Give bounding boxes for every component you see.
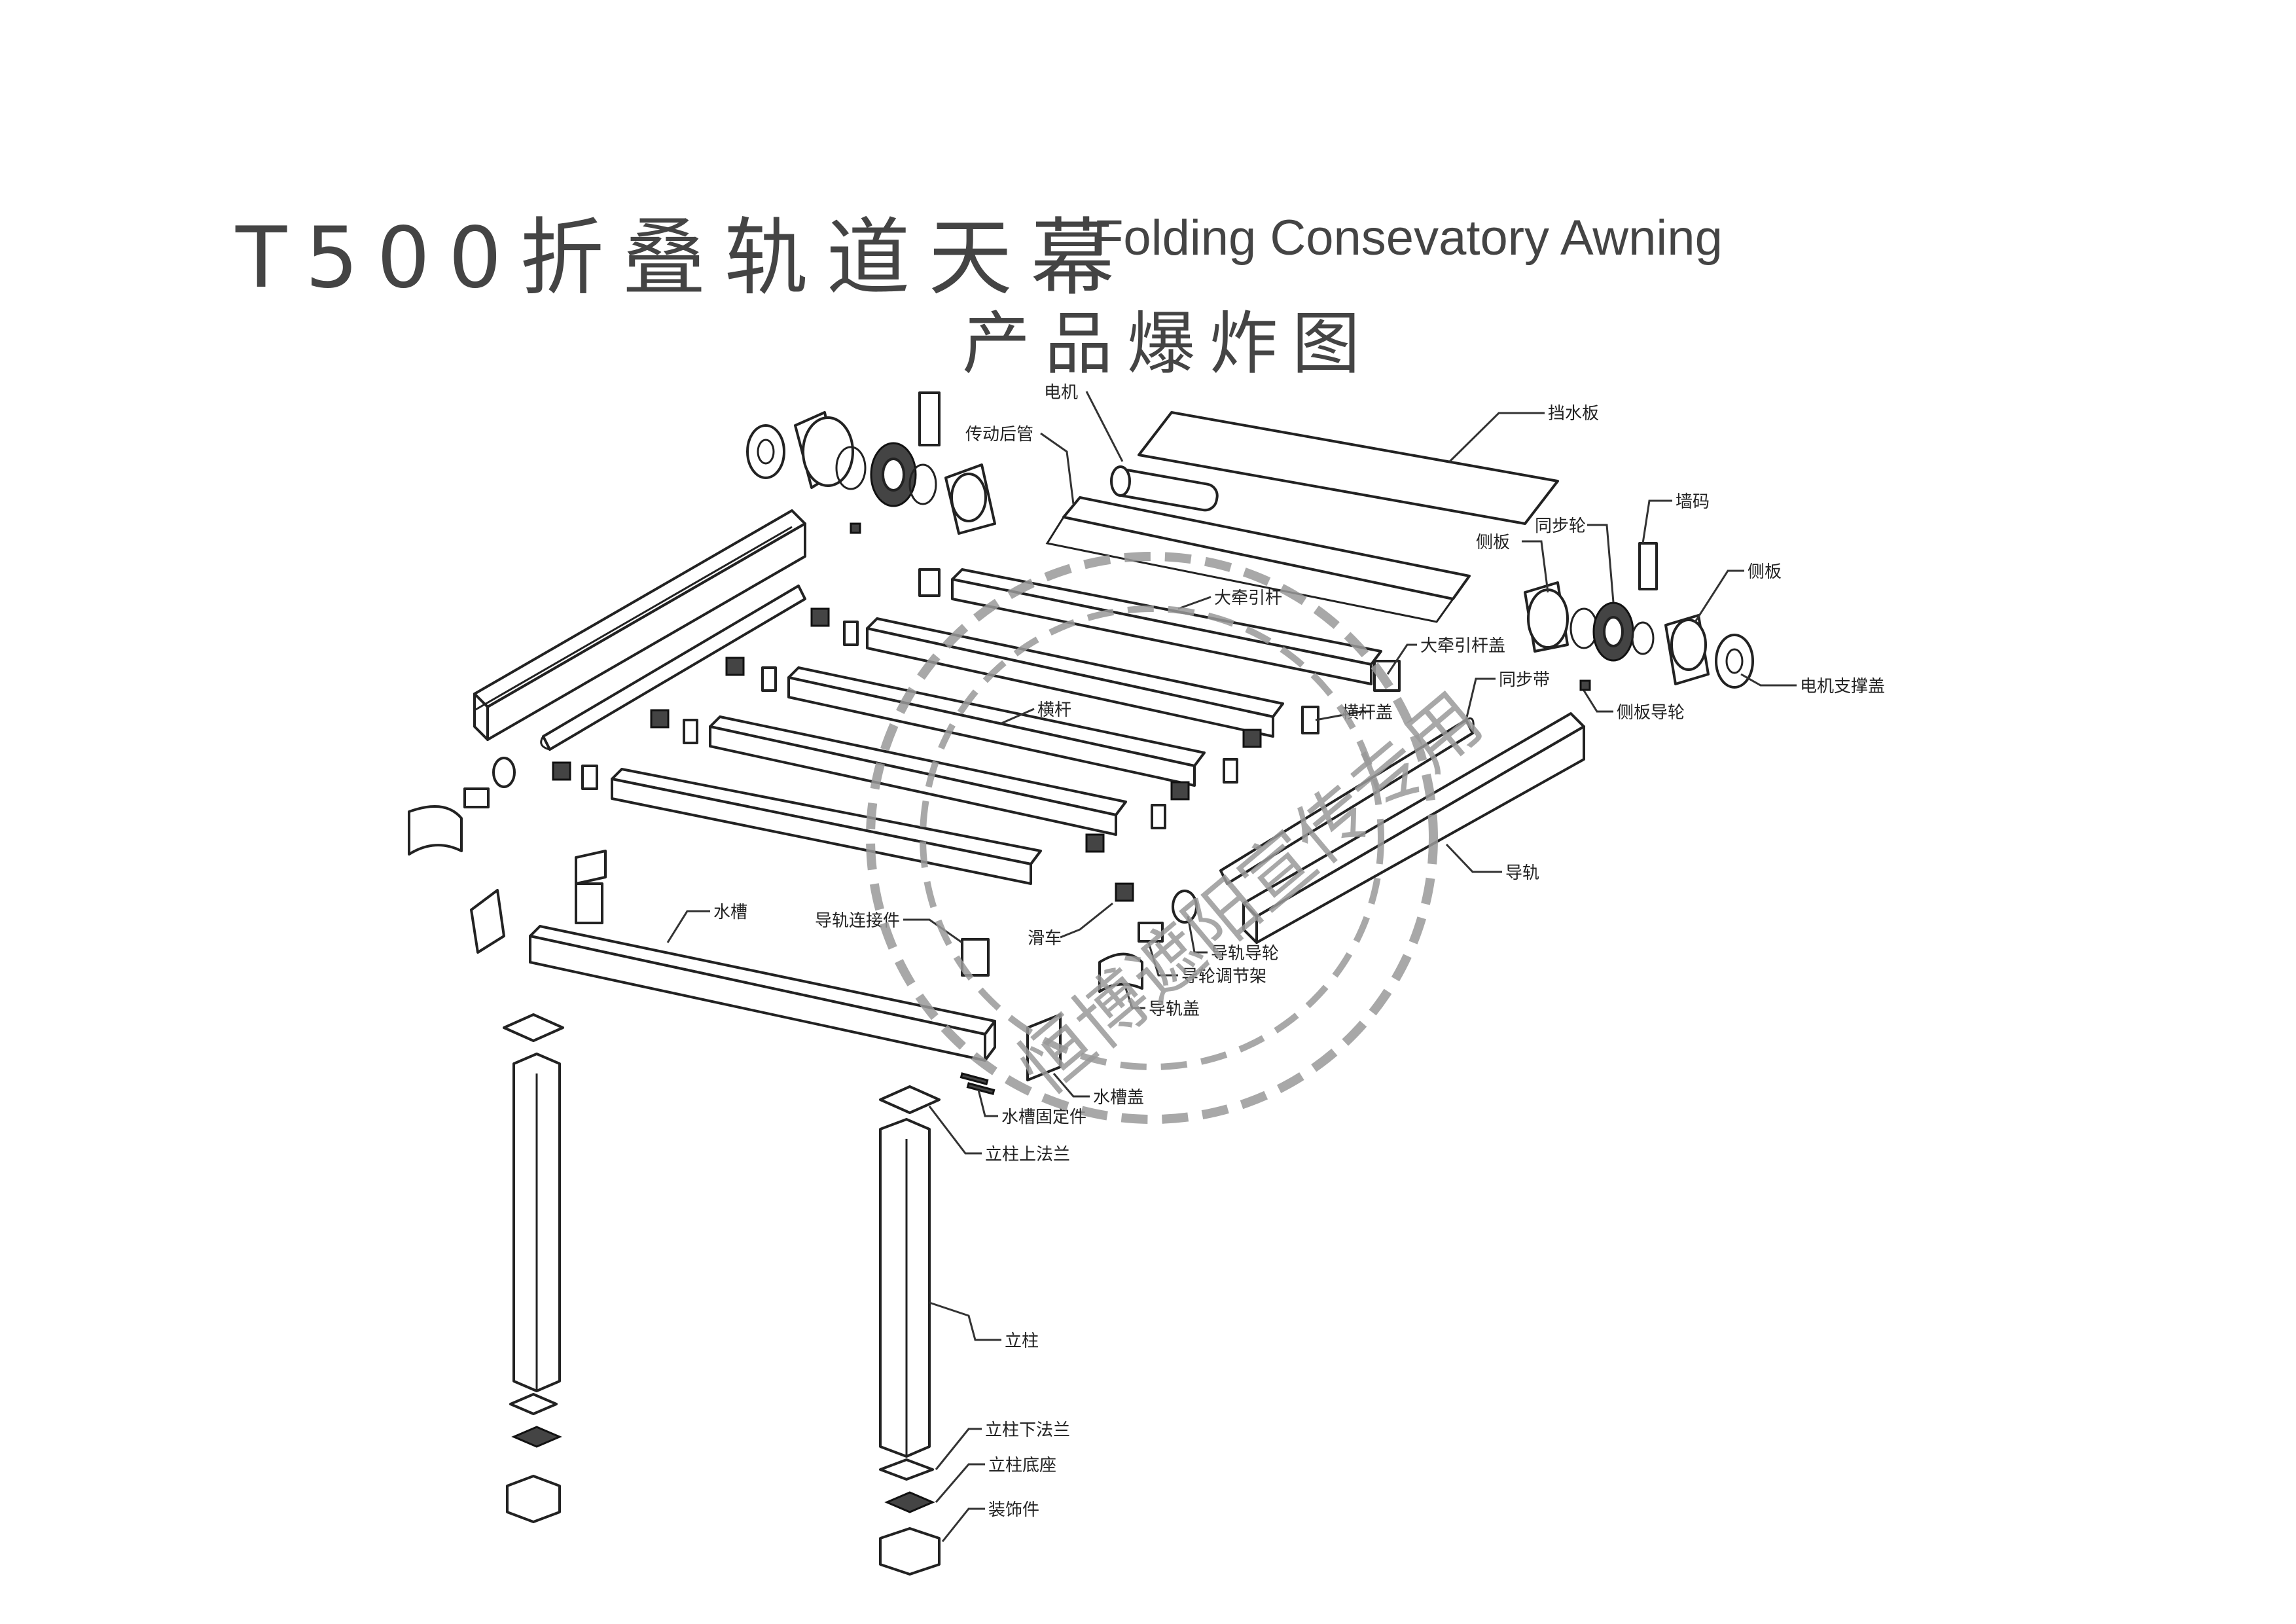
label-post: 立柱 [1005,1331,1039,1351]
label-side-plate-left: 侧板 [1476,533,1510,552]
right-sync-belt [1219,717,1475,885]
right-post [879,1085,941,1576]
label-rail-cap: 导轨盖 [1149,1000,1200,1019]
label-motor: 电机 [1044,383,1078,403]
label-wall-mount: 墙码 [1676,492,1710,512]
label-pulley: 滑车 [1028,929,1062,948]
leader-lines [666,391,1797,1542]
title-chinese: T500折叠轨道天幕 [236,209,1133,307]
rain-board [1138,411,1559,525]
label-guide-rail: 导轨 [1505,863,1539,883]
label-rear-tube: 传动后管 [965,425,1033,444]
gutter [529,925,1062,1081]
rear-tube [1045,496,1471,623]
crossbars [611,568,1382,885]
subtitle: 产品爆炸图 [962,304,1375,384]
label-sync-belt: 同步带 [1499,670,1550,690]
label-rail-guide-wheel: 导轨导轮 [1211,944,1279,964]
label-gutter-fixing: 水槽固定件 [1001,1108,1086,1127]
left-sync-belt [540,585,806,751]
crossbar-end-parts-right [1085,660,1401,943]
label-crossbar: 横杆 [1037,700,1071,720]
label-gutter-cap: 水槽盖 [1093,1088,1144,1108]
left-end-caps [408,805,607,954]
crossbar-end-parts [463,568,941,808]
label-post-top-flange: 立柱上法兰 [985,1145,1070,1164]
left-post [503,1013,564,1523]
label-post-base: 立柱底座 [988,1456,1056,1475]
label-side-plate-right: 侧板 [1748,562,1782,582]
label-decoration: 装饰件 [988,1500,1039,1520]
motor [1110,465,1219,512]
label-wheel-adjust-frame: 导轮调节架 [1181,967,1266,986]
part-labels: 电机 传动后管 挡水板 墙码 同步轮 侧板 侧板 大牵引杆 大牵引杆盖 同步带 … [713,383,1885,1520]
label-gutter: 水槽 [713,903,747,922]
title-english: Folding Consevatory Awning [1093,210,1723,266]
gutter-fixing [960,1072,996,1095]
right-guide-rail [1242,712,1585,944]
label-main-pull-bar-cap: 大牵引杆盖 [1420,636,1505,656]
right-drive-assembly [1524,542,1754,691]
label-main-pull-bar: 大牵引杆 [1214,588,1282,608]
label-rain-board: 挡水板 [1548,404,1599,424]
left-guide-rail [473,509,806,741]
label-post-bottom-flange: 立柱下法兰 [985,1420,1070,1440]
label-side-guide-wheel: 侧板导轮 [1617,703,1685,723]
left-drive-assembly [746,391,996,535]
label-motor-support-cap: 电机支撑盖 [1800,677,1885,696]
label-sync-wheel: 同步轮 [1535,516,1586,536]
